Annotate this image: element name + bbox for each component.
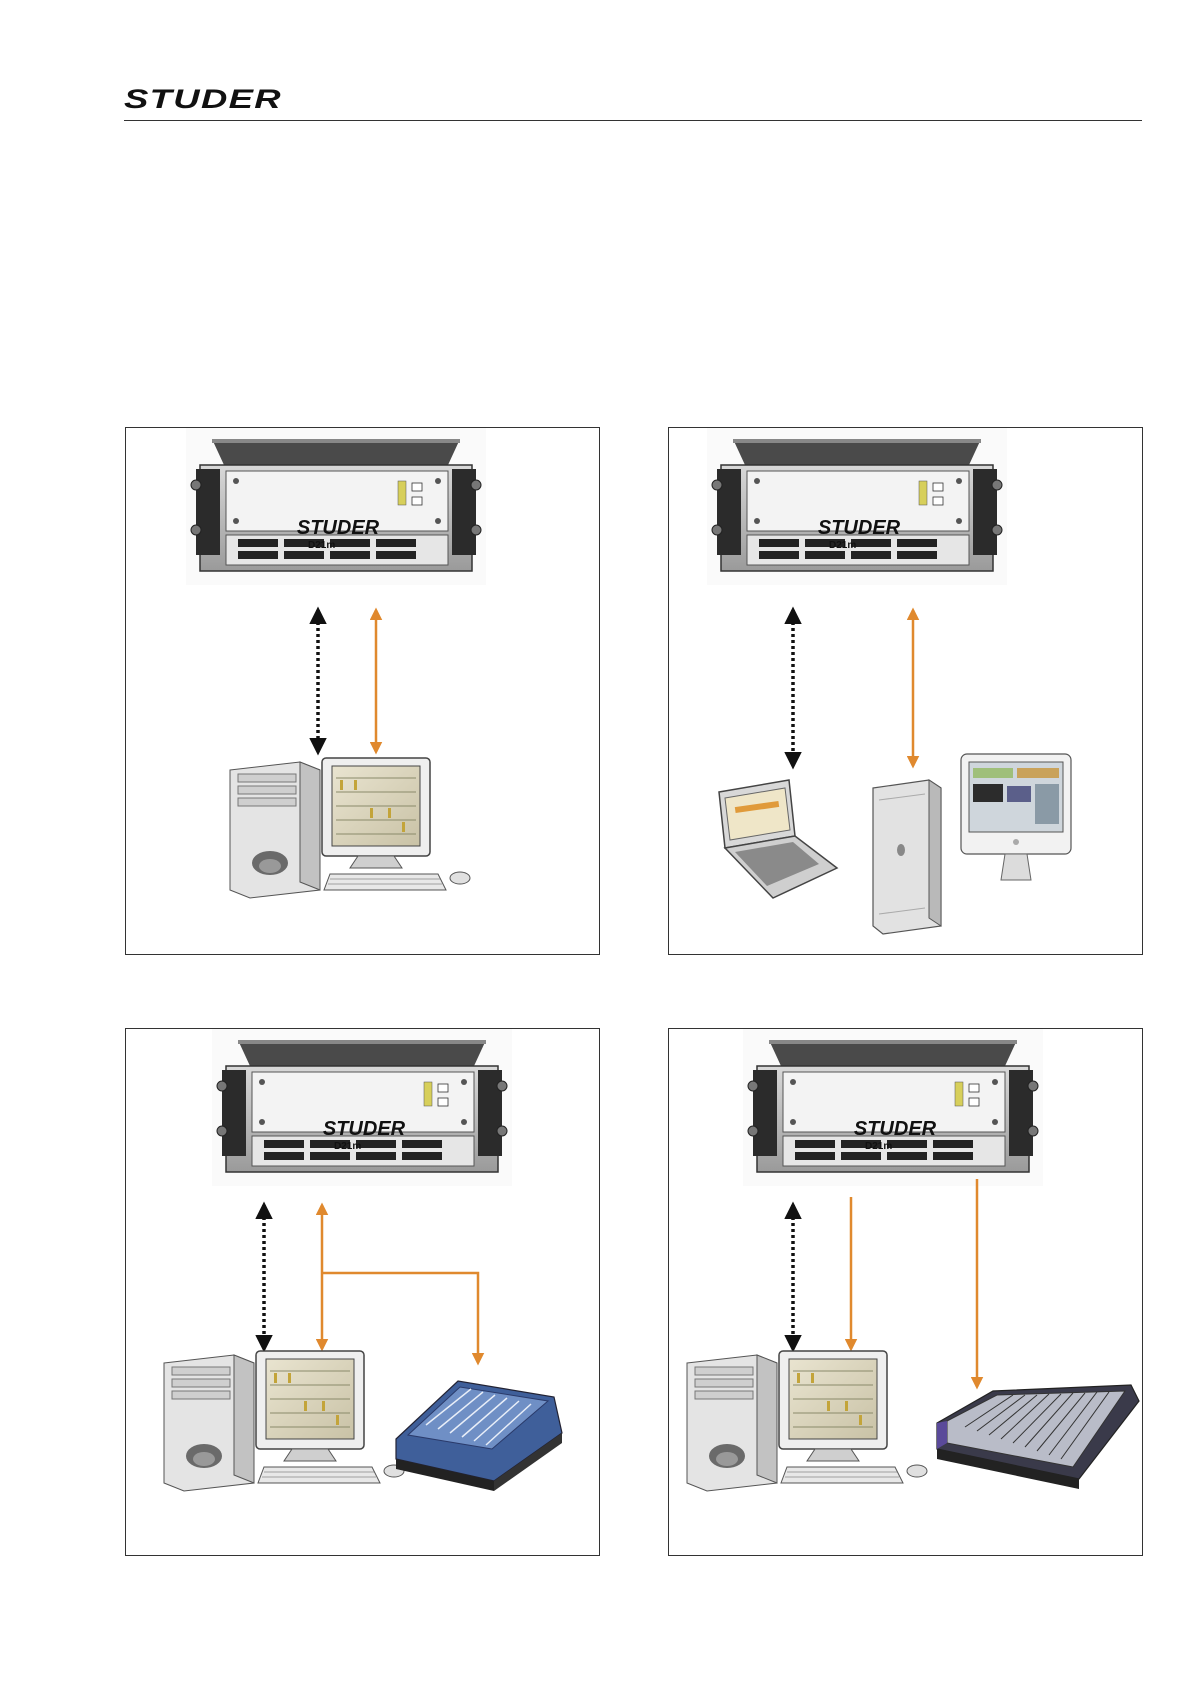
studer-logo: STUDER (124, 84, 282, 115)
diagram-panel-pc-console: STUDER D21m (125, 1028, 600, 1556)
compact-mixing-console (396, 1381, 562, 1491)
diagram-panel-pc: STUDER D21m (125, 427, 600, 955)
rack-model-label: D21m (334, 1141, 361, 1152)
studer-rack-unit (743, 1029, 1043, 1186)
diagram-panel-laptop-mac: STUDER D21m (668, 427, 1143, 955)
studer-rack-unit (707, 428, 1007, 585)
pc-workstation (687, 1351, 927, 1491)
rack-brand-label: STUDER (818, 517, 901, 539)
lcd-monitor (961, 754, 1071, 880)
rack-model-label: D21m (829, 540, 856, 551)
laptop (719, 780, 837, 898)
pc-workstation (164, 1351, 404, 1491)
pc-workstation (230, 758, 470, 898)
rack-brand-label: STUDER (297, 517, 380, 539)
rack-brand-label: STUDER (323, 1118, 406, 1140)
studer-rack-unit (212, 1029, 512, 1186)
rack-model-label: D21m (865, 1141, 892, 1152)
header-rule (124, 120, 1142, 121)
audio-branch-arrow (322, 1273, 478, 1363)
rack-model-label: D21m (308, 540, 335, 551)
studer-rack-unit (186, 428, 486, 585)
rack-brand-label: STUDER (854, 1118, 937, 1140)
large-mixing-console (937, 1385, 1139, 1489)
mac-tower (873, 780, 941, 934)
diagram-panel-pc-large-console: STUDER D21m (668, 1028, 1143, 1556)
